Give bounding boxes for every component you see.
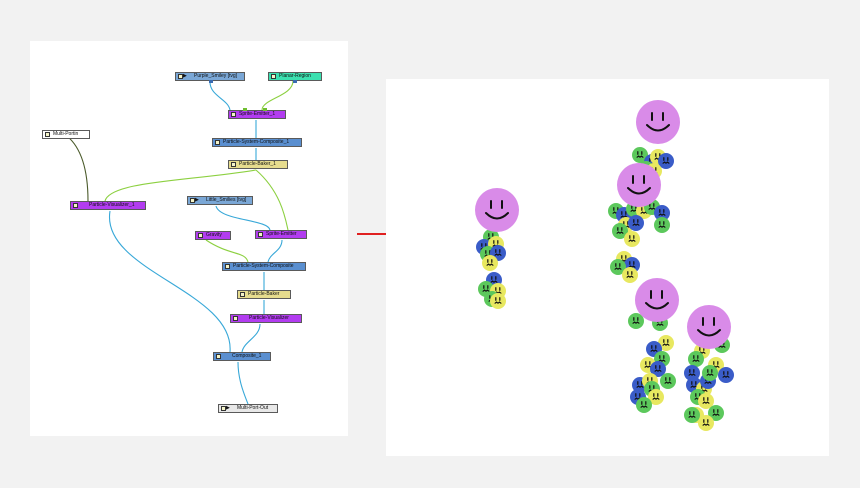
cable — [261, 80, 294, 111]
node-sprite-emitter-1[interactable]: Sprite-Emitter_1 — [228, 108, 286, 119]
port-icon — [221, 406, 226, 411]
cable — [66, 135, 89, 202]
node-multi-portin[interactable]: Multi-Portin — [42, 130, 90, 139]
node-composite-1[interactable]: Composite_1 — [213, 352, 271, 361]
node-particle-baker-1[interactable]: Particle-Baker_1 — [228, 160, 288, 169]
smiley-icon — [708, 405, 724, 421]
smiley-icon — [624, 231, 640, 247]
port-icon — [216, 354, 221, 359]
cable — [209, 81, 231, 111]
smiley-icon — [622, 267, 638, 283]
smiley-icon — [698, 393, 714, 409]
smiley-icon — [648, 389, 664, 405]
output-port[interactable] — [209, 80, 213, 83]
port-icon — [198, 233, 203, 238]
port-icon — [271, 74, 276, 79]
port-icon — [190, 198, 195, 203]
output-port[interactable] — [293, 80, 297, 83]
smiley-icon — [702, 365, 718, 381]
node-cables — [66, 80, 294, 405]
particle-render — [475, 100, 734, 431]
port-icon — [225, 264, 230, 269]
smiley-icon — [650, 361, 666, 377]
input-port[interactable] — [263, 108, 267, 111]
port-icon — [45, 132, 50, 137]
smiley-icon — [617, 163, 661, 207]
port-icon — [178, 74, 183, 79]
smiley-icon — [610, 259, 626, 275]
smiley-icon — [718, 367, 734, 383]
cable — [267, 239, 283, 263]
expand-triangle-icon[interactable]: ▶ — [195, 197, 199, 203]
expand-triangle-icon[interactable]: ▶ — [183, 73, 187, 79]
node-particle-system-composite-1[interactable]: Particle-System-Composite_1 — [212, 138, 302, 147]
cable — [237, 361, 249, 405]
smiley-icon — [628, 313, 644, 329]
smiley-icon — [636, 397, 652, 413]
smiley-icon — [698, 415, 714, 431]
node-multi-port-out[interactable]: ▶ Multi-Port-Out — [218, 404, 278, 413]
node-particle-visualizer-1[interactable]: Particle-Visualizer_1 — [70, 201, 146, 210]
smiley-icon — [635, 278, 679, 322]
expand-triangle-icon[interactable]: ▶ — [226, 405, 230, 411]
smiley-icon — [654, 217, 670, 233]
node-planar-region[interactable]: Planar-Region — [268, 72, 322, 83]
render-preview-panel — [386, 79, 829, 456]
smiley-icon — [684, 407, 700, 423]
node-particle-visualizer[interactable]: Particle-Visualizer — [230, 314, 302, 323]
smiley-icon — [658, 153, 674, 169]
node-little-smilies[interactable]: ▶ Little_Smilies [tvg] — [187, 196, 253, 205]
smiley-icon — [632, 147, 648, 163]
cable — [205, 239, 249, 263]
smiley-icon — [612, 223, 628, 239]
cable — [104, 169, 257, 202]
node-gravity[interactable]: Gravity — [195, 231, 231, 240]
smiley-icon — [628, 215, 644, 231]
port-icon — [231, 112, 236, 117]
node-purple-smiley[interactable]: ▶ Purple_Smiley [tvg] — [175, 72, 245, 83]
smiley-icon — [482, 255, 498, 271]
cable — [255, 169, 289, 231]
node-sprite-emitter[interactable]: Sprite-Emitter — [255, 230, 307, 239]
smiley-icon — [684, 365, 700, 381]
port-icon — [231, 162, 236, 167]
smiley-icon — [636, 100, 680, 144]
smiley-icon — [475, 188, 519, 232]
port-icon — [73, 203, 78, 208]
cable — [109, 210, 231, 353]
node-particle-baker[interactable]: Particle-Baker — [237, 290, 291, 299]
port-icon — [215, 140, 220, 145]
cable — [241, 323, 261, 353]
port-icon — [233, 316, 238, 321]
smiley-icon — [490, 293, 506, 309]
smiley-icon — [658, 335, 674, 351]
smiley-icon — [688, 351, 704, 367]
input-port[interactable] — [243, 108, 247, 111]
node-particle-system-composite[interactable]: Particle-System-Composite — [222, 262, 306, 271]
smiley-icon — [687, 305, 731, 349]
node-network-panel: ▶ Purple_Smiley [tvg] Planar-Region Mult… — [30, 41, 348, 436]
port-icon — [258, 232, 263, 237]
cable — [215, 205, 271, 231]
port-icon — [240, 292, 245, 297]
smiley-icon — [660, 373, 676, 389]
smiley-icon — [654, 205, 670, 221]
